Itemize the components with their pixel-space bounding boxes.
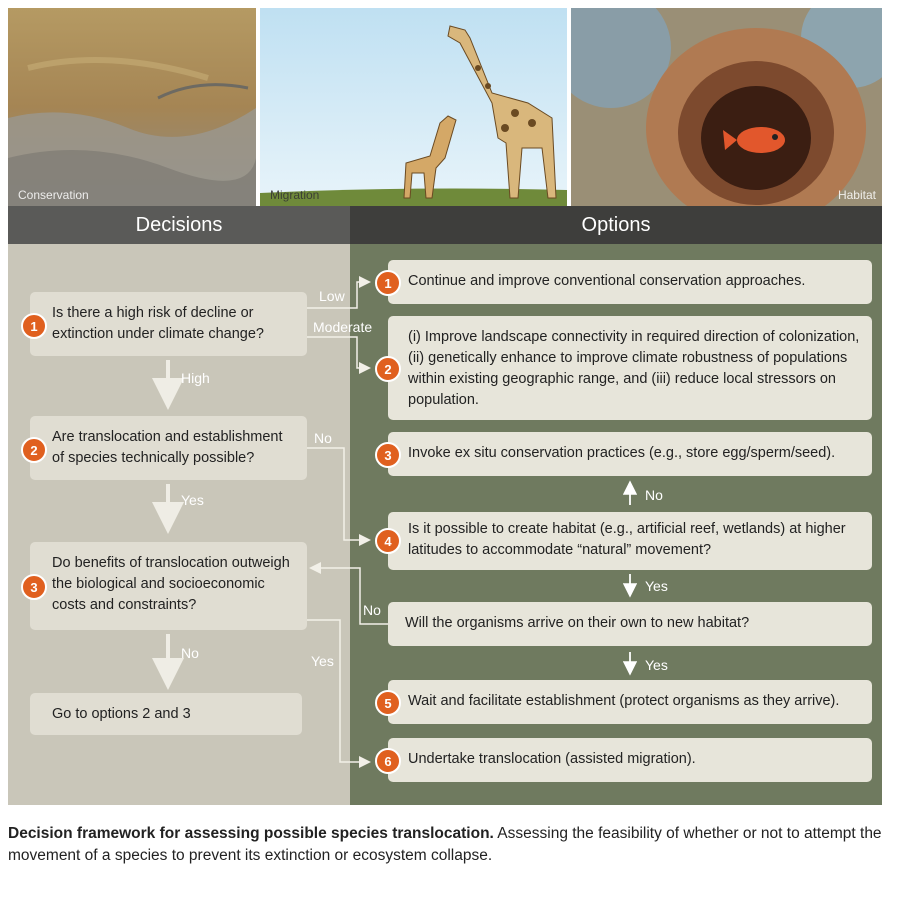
edge-no-2 — [307, 447, 371, 546]
label-no-arrive: No — [363, 602, 381, 618]
option-text-will-arrive: Will the organisms arrive on their own t… — [405, 615, 750, 631]
label-yes-opt4: Yes — [645, 578, 668, 594]
figure-caption: Decision framework for assessing possibl… — [8, 823, 888, 867]
option-box-5: Wait and facilitate establishment (prote… — [388, 680, 872, 724]
label-high: High — [181, 370, 210, 386]
decision-text-go-to-options: Go to options 2 and 3 — [52, 706, 191, 722]
option-box-6: Undertake translocation (assisted migrat… — [388, 738, 872, 782]
decision-box-2: Are translocation and establishment of s… — [30, 416, 307, 480]
photo-habitat: Habitat — [571, 8, 882, 206]
label-no-opt3: No — [645, 487, 663, 503]
option-badge-3: 3 — [375, 442, 401, 468]
label-yes-arrive: Yes — [645, 657, 668, 673]
option-box-will-arrive: Will the organisms arrive on their own t… — [388, 602, 872, 646]
caption-body: Assessing the feasibility of whether or … — [8, 825, 882, 864]
decision-badge-1: 1 — [21, 313, 47, 339]
edge-low — [307, 276, 371, 309]
photo-caption-migration: Migration — [270, 188, 320, 202]
options-header: Options — [350, 206, 882, 244]
label-low: Low — [319, 288, 345, 304]
label-no-2: No — [314, 430, 332, 446]
option-box-4: Is it possible to create habitat (e.g., … — [388, 512, 872, 570]
decision-text-1: Is there a high risk of decline or extin… — [52, 305, 264, 342]
decision-box-1: Is there a high risk of decline or extin… — [30, 292, 307, 356]
option-box-1: Continue and improve conventional conser… — [388, 260, 872, 304]
option-text-4: Is it possible to create habitat (e.g., … — [408, 521, 846, 558]
photo-migration: Migration — [260, 8, 567, 206]
edge-moderate — [307, 336, 371, 374]
caption-title: Decision framework for assessing possibl… — [8, 825, 494, 842]
decision-box-go-to-options: Go to options 2 and 3 — [30, 693, 302, 735]
label-yes-2: Yes — [181, 492, 204, 508]
decision-text-3: Do benefits of translocation outweigh th… — [52, 555, 290, 613]
option-text-6: Undertake translocation (assisted migrat… — [408, 751, 696, 767]
option-text-3: Invoke ex situ conservation practices (e… — [408, 445, 836, 461]
decision-badge-3: 3 — [21, 574, 47, 600]
decisions-header: Decisions — [8, 206, 350, 244]
decision-text-2: Are translocation and establishment of s… — [52, 429, 283, 466]
option-text-1: Continue and improve conventional conser… — [408, 273, 806, 289]
option-badge-2: 2 — [375, 356, 401, 382]
option-box-3: Invoke ex situ conservation practices (e… — [388, 432, 872, 476]
photo-conservation: Conservation — [8, 8, 256, 206]
edge-yes-3 — [307, 619, 371, 768]
option-badge-4: 4 — [375, 528, 401, 554]
label-moderate: Moderate — [313, 319, 373, 335]
photo-caption-habitat: Habitat — [837, 188, 876, 202]
reef-fish-image — [571, 8, 882, 206]
option-box-2: (i) Improve landscape connectivity in re… — [388, 316, 872, 420]
label-no-3: No — [181, 645, 199, 661]
conservation-image — [8, 8, 256, 206]
option-text-2: (i) Improve landscape connectivity in re… — [408, 329, 860, 408]
decision-badge-2: 2 — [21, 437, 47, 463]
option-text-5: Wait and facilitate establishment (prote… — [408, 693, 840, 709]
option-badge-5: 5 — [375, 690, 401, 716]
option-badge-1: 1 — [375, 270, 401, 296]
decision-box-3: Do benefits of translocation outweigh th… — [30, 542, 307, 630]
photo-caption-conservation: Conservation — [18, 188, 89, 202]
edge-no-arrive — [309, 562, 388, 625]
label-yes-3: Yes — [311, 653, 334, 669]
option-badge-6: 6 — [375, 748, 401, 774]
giraffes-image — [260, 8, 567, 206]
